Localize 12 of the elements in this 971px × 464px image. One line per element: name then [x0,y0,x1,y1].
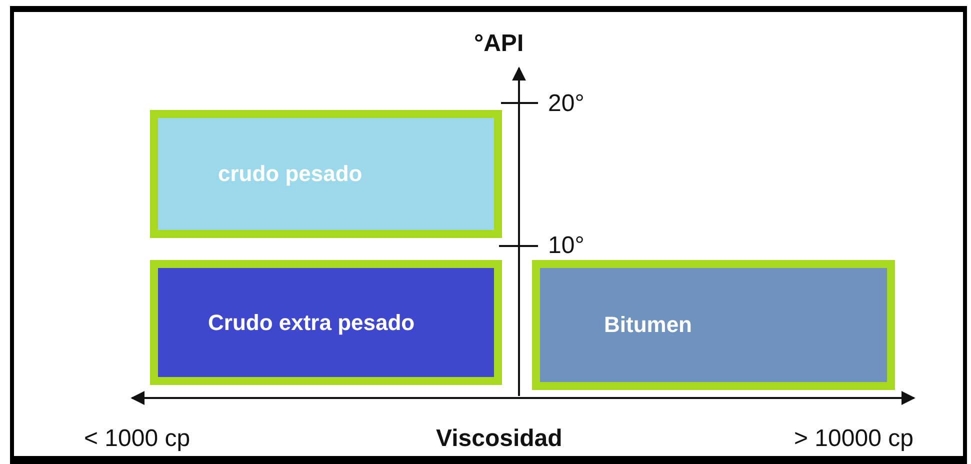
box-label: Crudo extra pesado [208,308,415,337]
tick-label: 20° [548,90,584,118]
axis-title: Viscosidad [436,425,562,453]
tick-label: 10° [548,232,584,260]
category-box [150,110,502,238]
category-box [150,260,502,385]
axis-title: °API [474,30,524,58]
axis-end-label: < 1000 cp [84,425,190,453]
category-box [532,260,895,390]
box-label: Bitumen [604,311,692,340]
axis-end-label: > 10000 cp [794,425,914,453]
box-label: crudo pesado [218,160,362,188]
